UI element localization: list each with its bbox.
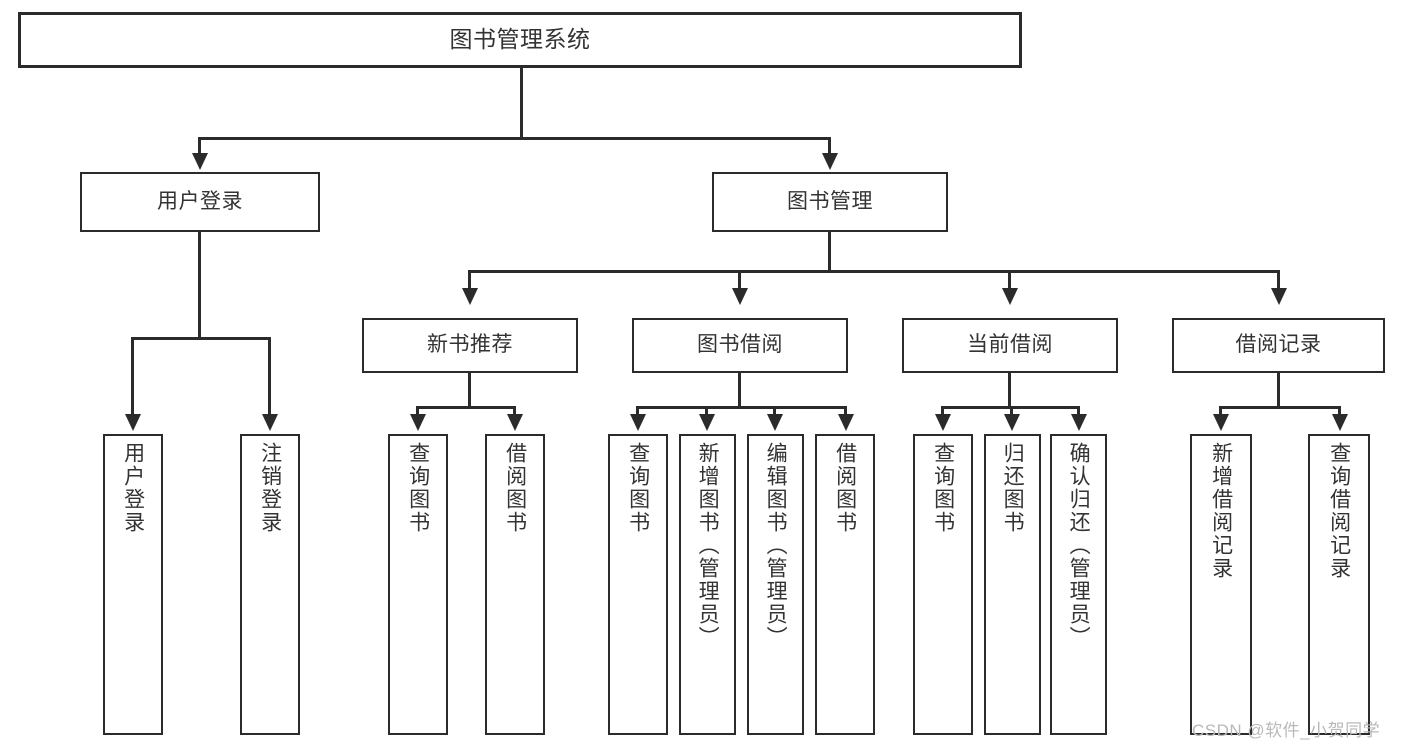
arrowhead-leaf-query-book-3 (935, 414, 951, 431)
connector-user-login-stem (198, 232, 201, 338)
node-borrow-record[interactable]: 借阅记录 (1172, 318, 1385, 373)
leaf-node-add-book[interactable]: 新增图书（管理员） (679, 434, 736, 735)
node-user-login[interactable]: 用户登录 (80, 172, 320, 232)
connector-current-borrow-stem (1008, 373, 1011, 407)
node-label: 当前借阅 (967, 333, 1053, 357)
node-label: 新增借阅记录 (1209, 442, 1233, 580)
connector-new-book-bus (416, 406, 516, 409)
leaf-node-user-logout[interactable]: 注销登录 (240, 434, 300, 735)
connector-user-login-bus (131, 337, 271, 340)
connector-book-borrow-stem (738, 373, 741, 407)
connector-to-borrow-record (1277, 270, 1280, 290)
connector-borrow-record-bus (1219, 406, 1341, 409)
node-label: 注销登录 (258, 442, 282, 534)
node-label: 确认归还（管理员） (1067, 442, 1091, 649)
connector-borrow-record-stem (1277, 373, 1280, 407)
arrowhead-leaf-add-book (699, 414, 715, 431)
node-label: 查询图书 (931, 442, 955, 534)
node-label: 查询借阅记录 (1327, 442, 1351, 580)
connector-to-current-borrow (1008, 270, 1011, 290)
connector-level2-bus (468, 270, 1280, 273)
arrowhead-to-user-login (192, 153, 208, 170)
arrowhead-to-book-manage (822, 153, 838, 170)
arrowhead-leaf-edit-book (767, 414, 783, 431)
leaf-node-borrow-book-1[interactable]: 借阅图书 (485, 434, 545, 735)
connector-book-borrow-drop-2 (705, 406, 708, 418)
node-label: 图书管理系统 (449, 26, 591, 53)
leaf-node-return-book[interactable]: 归还图书 (984, 434, 1041, 735)
leaf-node-confirm-return[interactable]: 确认归还（管理员） (1050, 434, 1107, 735)
connector-new-book-stem (468, 373, 471, 407)
connector-root-stem (520, 68, 523, 137)
arrowhead-leaf-confirm-return (1071, 414, 1087, 431)
node-label: 新增图书（管理员） (696, 442, 720, 649)
connector-user-login-drop-1 (131, 337, 134, 417)
leaf-node-query-record[interactable]: 查询借阅记录 (1308, 434, 1370, 735)
node-label: 用户登录 (157, 189, 243, 213)
connector-to-new-book-recommend (468, 270, 471, 290)
leaf-node-query-book-2[interactable]: 查询图书 (608, 434, 668, 735)
connector-new-book-drop-1 (416, 406, 419, 418)
leaf-node-edit-book[interactable]: 编辑图书（管理员） (747, 434, 804, 735)
leaf-node-user-login[interactable]: 用户登录 (103, 434, 163, 735)
connector-book-borrow-bus (636, 406, 847, 409)
arrowhead-to-current-borrow (1002, 288, 1018, 305)
connector-to-book-borrow (738, 270, 741, 290)
node-label: 用户登录 (121, 442, 145, 534)
node-root-system[interactable]: 图书管理系统 (18, 12, 1022, 68)
arrowhead-leaf-return-book (1004, 414, 1020, 431)
connector-current-borrow-drop-2 (1010, 406, 1013, 418)
connector-borrow-record-drop-2 (1338, 406, 1341, 418)
node-new-book-recommend[interactable]: 新书推荐 (362, 318, 578, 373)
arrowhead-leaf-user-logout (262, 414, 278, 431)
node-label: 查询图书 (406, 442, 430, 534)
connector-level1-bus (198, 137, 830, 140)
connector-new-book-drop-2 (513, 406, 516, 418)
node-book-borrow[interactable]: 图书借阅 (632, 318, 848, 373)
node-book-manage[interactable]: 图书管理 (712, 172, 948, 232)
node-label: 借阅记录 (1235, 333, 1322, 357)
leaf-node-query-book-1[interactable]: 查询图书 (388, 434, 448, 735)
arrowhead-leaf-query-record (1332, 414, 1348, 431)
leaf-node-query-book-3[interactable]: 查询图书 (913, 434, 973, 735)
connector-book-borrow-drop-1 (636, 406, 639, 418)
connector-to-user-login (198, 137, 201, 155)
connector-book-manage-stem (828, 232, 831, 273)
node-label: 查询图书 (626, 442, 650, 534)
arrowhead-leaf-query-book-1 (410, 414, 426, 431)
node-label: 新书推荐 (427, 333, 513, 357)
node-label: 编辑图书（管理员） (764, 442, 788, 649)
arrowhead-leaf-user-login (125, 414, 141, 431)
arrowhead-to-new-book-recommend (462, 288, 478, 305)
node-label: 图书借阅 (697, 333, 783, 357)
connector-book-borrow-drop-4 (844, 406, 847, 418)
node-label: 借阅图书 (503, 442, 527, 534)
node-label: 图书管理 (787, 189, 873, 213)
arrowhead-leaf-borrow-book-2 (838, 414, 854, 431)
node-label: 借阅图书 (833, 442, 857, 534)
arrowhead-leaf-borrow-book-1 (507, 414, 523, 431)
node-current-borrow[interactable]: 当前借阅 (902, 318, 1118, 373)
node-label: 归还图书 (1001, 442, 1025, 534)
arrowhead-leaf-query-book-2 (630, 414, 646, 431)
connector-current-borrow-drop-3 (1077, 406, 1080, 418)
csdn-watermark: CSDN @软件_小贺同学 (1192, 721, 1381, 740)
leaf-node-borrow-book-2[interactable]: 借阅图书 (815, 434, 875, 735)
connector-current-borrow-drop-1 (941, 406, 944, 418)
connector-book-borrow-drop-3 (773, 406, 776, 418)
arrowhead-to-borrow-record (1271, 288, 1287, 305)
arrowhead-to-book-borrow (732, 288, 748, 305)
connector-to-book-manage (828, 137, 831, 155)
arrowhead-leaf-add-record (1213, 414, 1229, 431)
leaf-node-add-record[interactable]: 新增借阅记录 (1190, 434, 1252, 735)
connector-user-login-drop-2 (268, 337, 271, 417)
connector-borrow-record-drop-1 (1219, 406, 1222, 418)
